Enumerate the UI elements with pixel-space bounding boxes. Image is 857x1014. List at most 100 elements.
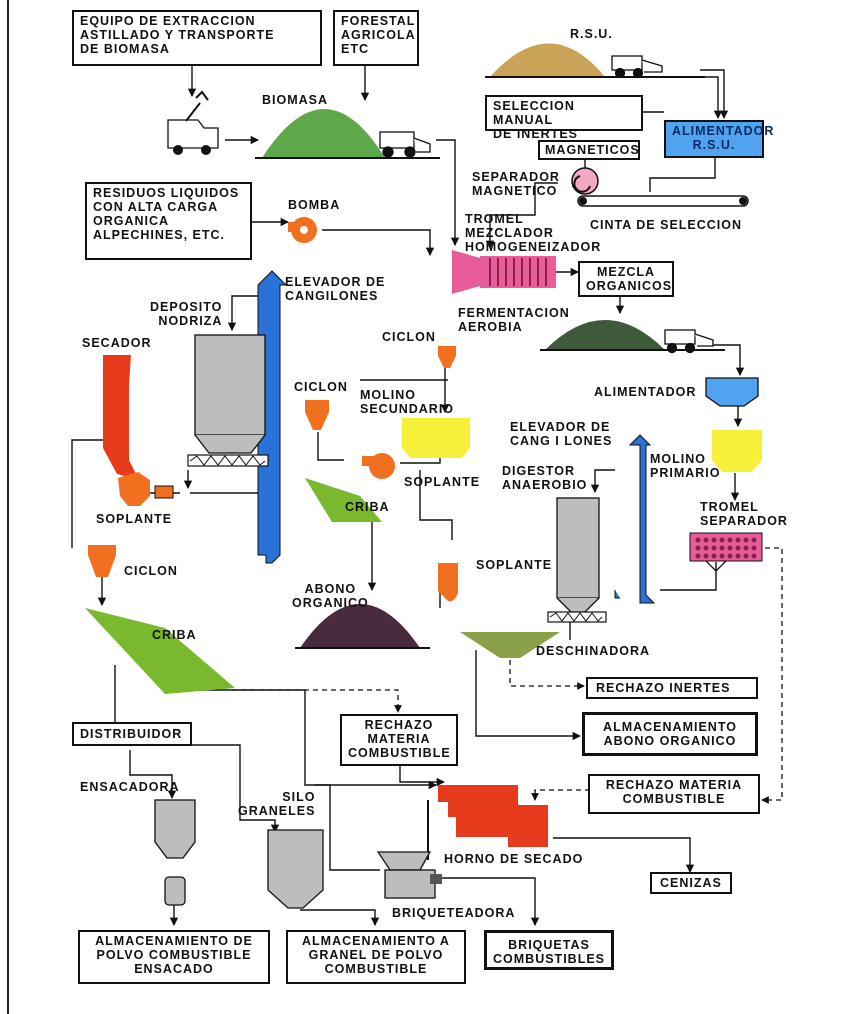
label-silo-graneles: SILO GRANELES: [238, 790, 316, 818]
tromel-mezclador: [452, 250, 556, 294]
label-ensacadora: ENSACADORA: [80, 780, 180, 794]
dashed-tromel-rechazo: [761, 547, 783, 804]
line-ciclon-soplante-mid: [317, 432, 344, 461]
box-equipo-extraccion: EQUIPO DE EXTRACCION ASTILLADO Y TRANSPO…: [72, 10, 322, 66]
loader-icon-fermentacion: [664, 329, 714, 354]
box-alimentador-rsu: ALIMENTADOR R.S.U.: [664, 120, 773, 158]
label-bomba: BOMBA: [288, 198, 341, 212]
label-deschinadora: DESCHINADORA: [536, 644, 651, 658]
box-almacenamiento-polvo: ALMACENAMIENTO DE POLVO COMBUSTIBLE ENSA…: [78, 930, 270, 984]
label-fermentacion: FERMENTACION AEROBIA: [458, 306, 570, 334]
line-silo-almacen: [300, 909, 380, 927]
line-elevador-digestor: [590, 469, 615, 494]
line-distribuidor-silo: [180, 744, 280, 834]
label-criba-left: CRIBA: [152, 628, 197, 642]
criba-left: [85, 608, 235, 694]
line-deschinadora-almacen: [475, 650, 582, 741]
line-rsu-alimentador-b: [700, 76, 723, 120]
deschinadora: [460, 632, 560, 658]
label-rsu: R.S.U.: [570, 27, 613, 41]
label-molino-secundario: MOLINO SECUNDARIO: [360, 388, 455, 416]
line-alimentador-cinta: [649, 158, 716, 192]
line-horno-cenizas: [553, 837, 695, 874]
label-soplante-right: SOPLANTE: [476, 558, 553, 572]
tromel-separador: [689, 532, 763, 572]
digestor-silo: [547, 497, 607, 623]
label-soplante-mid: SOPLANTE: [404, 475, 481, 489]
elevador-cangilones-2: [614, 434, 656, 604]
line-fermentacion-alimentador: [712, 344, 745, 377]
soplante-right: [438, 563, 458, 602]
box-rechazo-inertes: RECHAZO INERTES: [586, 677, 758, 699]
ciclon-top: [438, 346, 456, 368]
box-almacenamiento-abono: ALMACENAMIENTO ABONO ORGANICO: [582, 712, 758, 756]
line-criba-distribuidor: [114, 665, 128, 731]
line-rechazo-horno: [399, 765, 446, 787]
magnetic-separator-drum: [571, 167, 599, 195]
box-rechazo-materia-1: RECHAZO MATERIA COMBUSTIBLE: [340, 714, 458, 766]
label-horno: HORNO DE SECADO: [444, 852, 584, 866]
molino-secundario: [402, 418, 470, 458]
ciclon-mid: [305, 400, 329, 430]
label-ciclon-left: CICLON: [124, 564, 178, 578]
line-soplante-right-up: [419, 470, 453, 540]
briqueteadora-icon: [376, 851, 442, 899]
loader-icon-biomasa: [379, 131, 431, 158]
dashed-criba-rechazo: [232, 689, 402, 713]
label-elevador-2: ELEVADOR DE CANG I LONES: [510, 420, 613, 448]
label-briqueteadora: BRIQUETEADORA: [392, 906, 516, 920]
ensacadora-icon: [154, 799, 196, 906]
label-abono: ABONO ORGANICO: [292, 582, 369, 610]
line-horno-briqueteadora: [315, 784, 380, 871]
box-forestal: FORESTAL AGRICOLA ETC: [333, 10, 419, 66]
label-cinta-seleccion: CINTA DE SELECCION: [590, 218, 743, 232]
silo-graneles: [267, 829, 324, 909]
label-elevador-1: ELEVADOR DE CANGILONES: [285, 275, 386, 303]
soplante-left: [118, 472, 150, 506]
rsu-pile: [490, 43, 605, 77]
dashed-reject-lines: [232, 547, 783, 804]
horno-secado: [438, 785, 548, 847]
line-rsu-alimentador-a: [700, 69, 729, 120]
soplante-mid-icon: [362, 453, 395, 479]
box-briquetas: BRIQUETAS COMBUSTIBLES: [484, 930, 614, 970]
pump-icon: [288, 217, 317, 243]
conveyor-belt: [577, 195, 749, 207]
label-criba-mid: CRIBA: [345, 500, 390, 514]
label-ciclon-top: CICLON: [382, 330, 436, 344]
line-tromel-elevador: [660, 562, 717, 591]
line-bomba-tromel: [322, 229, 435, 257]
ciclon-left: [88, 545, 116, 577]
dashed-deschinadora-inertes: [509, 660, 585, 690]
label-biomasa: BIOMASA: [262, 93, 329, 107]
left-frame-line: [7, 0, 9, 1014]
label-deposito-nodriza: DEPOSITO NODRIZA: [150, 300, 223, 328]
box-seleccion-manual: SELECCION MANUAL DE INERTES: [485, 95, 643, 141]
box-rechazo-materia-2: RECHAZO MATERIA COMBUSTIBLE: [588, 774, 760, 814]
secador: [103, 355, 139, 480]
loader-icon-rsu: [611, 55, 663, 79]
label-soplante-left: SOPLANTE: [96, 512, 173, 526]
line-secador-left: [71, 439, 108, 548]
deposito-nodriza: [187, 334, 269, 467]
box-residuos-liquidos: RESIDUOS LIQUIDOS CON ALTA CARGA ORGANIC…: [85, 182, 252, 260]
box-cenizas: CENIZAS: [650, 872, 732, 894]
label-separador-magnetico: SEPARADOR MAGNETICO: [472, 170, 560, 198]
label-molino-primario: MOLINO PRIMARIO: [650, 452, 721, 480]
label-secador: SECADOR: [82, 336, 152, 350]
line-biomasa-tromel: [436, 139, 460, 247]
abono-pile: [300, 604, 420, 648]
label-ciclon-mid: CICLON: [294, 380, 348, 394]
box-magneticos: MAGNETICOS: [538, 140, 640, 160]
biomass-pile: [262, 109, 385, 158]
label-alimentador: ALIMENTADOR: [594, 385, 697, 399]
box-mezcla-organicos: MEZCLA ORGANICOS: [578, 261, 674, 297]
line-briqueteadora-briquetas: [440, 877, 540, 927]
line-distribuidor-ensacadora: [129, 750, 177, 800]
label-tromel-separador: TROMEL SEPARADOR: [700, 500, 788, 528]
box-almacenamiento-granel: ALMACENAMIENTO A GRANEL DE POLVO COMBUST…: [286, 930, 466, 984]
line-deposito-elevador: [227, 295, 260, 332]
criba-mid: [305, 478, 382, 522]
dashed-rechazo-horno: [531, 789, 590, 801]
